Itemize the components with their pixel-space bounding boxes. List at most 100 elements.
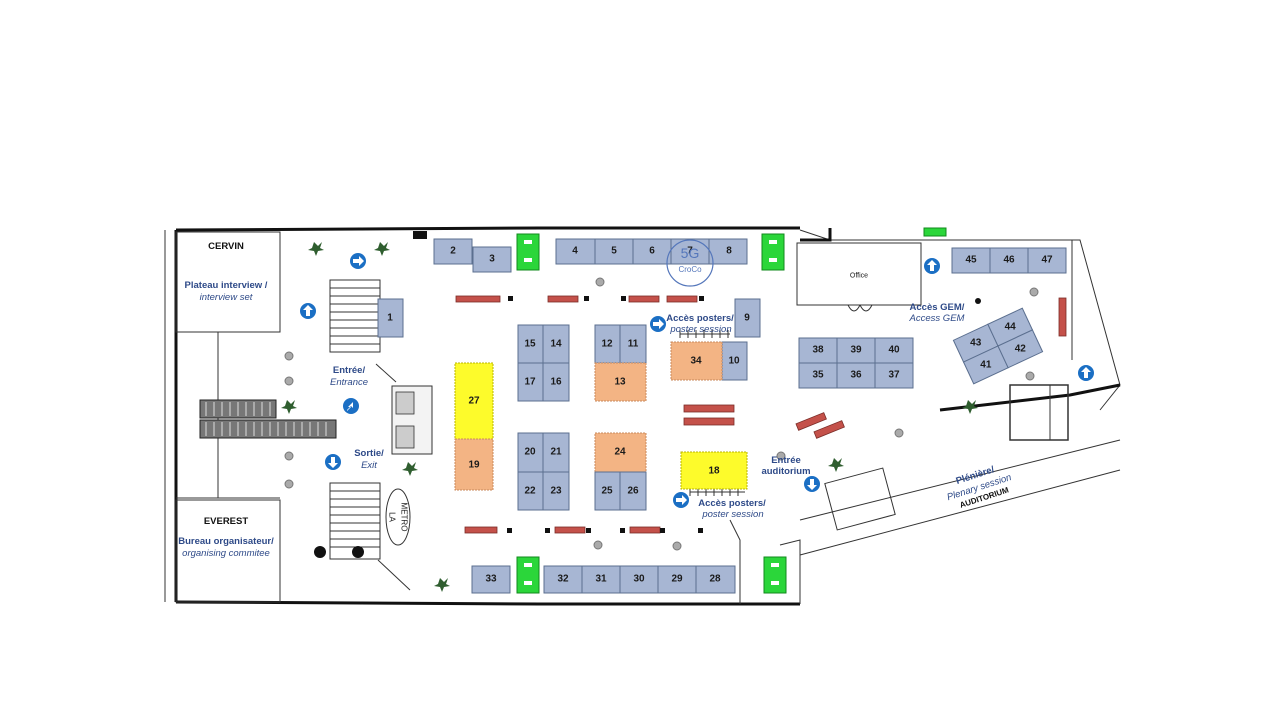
booth-11[interactable]: 11 [619, 324, 647, 364]
booth-14[interactable]: 14 [542, 324, 570, 364]
booth-number: 3 [489, 254, 495, 265]
booth-number: 24 [614, 447, 626, 458]
booth-number: 39 [850, 345, 862, 356]
auditorium-entrance-label-1: Entrée [771, 455, 801, 466]
booth-27[interactable]: 27 [454, 362, 494, 440]
direction-arrow-icons [300, 253, 1094, 508]
booth-number: 41 [980, 359, 992, 370]
booth-number: 45 [965, 255, 977, 266]
bureau-label-fr: Bureau organisateur/ [178, 536, 274, 547]
booth-number: 7 [687, 246, 693, 257]
escalator-area [176, 331, 337, 499]
booth-number: 46 [1003, 255, 1015, 266]
booth-number: 33 [485, 574, 497, 585]
booth-5[interactable]: 5 [594, 238, 634, 265]
entrance-label-fr: Entrée/ [333, 365, 366, 376]
booth-31[interactable]: 31 [581, 565, 621, 594]
booth-45[interactable]: 45 [951, 247, 991, 274]
booth-33[interactable]: 33 [471, 565, 511, 594]
booth-40[interactable]: 40 [874, 337, 914, 364]
booth-number: 29 [671, 574, 683, 585]
gem-label-en: Access GEM [909, 313, 965, 324]
building-walls [164, 226, 1121, 606]
posters-top-label-fr: Accès posters/ [666, 313, 734, 324]
booth-number: 11 [628, 339, 639, 350]
booth-19[interactable]: 19 [454, 438, 494, 491]
stairs-bottom [329, 482, 381, 560]
booth-3[interactable]: 3 [472, 246, 512, 273]
booth-number: 47 [1041, 255, 1053, 266]
booth-37[interactable]: 37 [874, 362, 914, 389]
booth-number: 37 [888, 370, 900, 381]
posters-top-label-en: poster session [669, 324, 731, 335]
logo-croco: CroCo [678, 265, 702, 274]
booth-42[interactable]: 42 [997, 329, 1044, 369]
booth-34[interactable]: 34 [670, 341, 723, 381]
room-cervin: CERVIN Plateau interview / interview set [175, 231, 281, 333]
booth-number: 21 [550, 447, 562, 458]
plants [281, 242, 978, 592]
booth-35[interactable]: 35 [798, 362, 838, 389]
booth-21[interactable]: 21 [542, 432, 570, 473]
booth-1[interactable]: 1 [377, 298, 404, 338]
booth-36[interactable]: 36 [836, 362, 876, 389]
booth-12[interactable]: 12 [594, 324, 621, 364]
booth-8[interactable]: 8 [708, 238, 748, 265]
booth-23[interactable]: 23 [542, 471, 570, 511]
booth-25[interactable]: 25 [594, 471, 621, 511]
booth-number: 16 [550, 377, 562, 388]
booth-number: 32 [557, 574, 569, 585]
booth-number: 31 [595, 574, 607, 585]
booth-number: 27 [468, 396, 480, 407]
auditorium-area: AUDITORIUM [824, 384, 1069, 531]
booth-38[interactable]: 38 [798, 337, 838, 364]
booth-9[interactable]: 9 [734, 298, 761, 338]
booth-number: 22 [524, 486, 536, 497]
booth-number: 38 [812, 345, 824, 356]
booth-6[interactable]: 6 [632, 238, 672, 265]
metro-label-bottom: METRO [400, 503, 409, 532]
booth-number: 10 [728, 356, 740, 367]
entrance-gates [375, 363, 433, 591]
booth-22[interactable]: 22 [517, 471, 544, 511]
booth-number: 23 [550, 486, 562, 497]
logo-5g: 5G [681, 245, 700, 261]
entrance-label-en: Entrance [330, 377, 368, 388]
booth-15[interactable]: 15 [517, 324, 544, 364]
booth-26[interactable]: 26 [619, 471, 647, 511]
rotated-booth-block: 43 44 41 42 [952, 307, 1044, 385]
bureau-label-en: organising commitee [182, 548, 270, 559]
booth-47[interactable]: 47 [1027, 247, 1067, 274]
booth-number: 17 [524, 377, 536, 388]
booth-20[interactable]: 20 [517, 432, 544, 473]
booth-10[interactable]: 10 [721, 341, 748, 381]
booth-number: 20 [524, 447, 536, 458]
plateau-label-fr: Plateau interview / [185, 280, 268, 291]
posters-bottom-label-fr: Accès posters/ [698, 498, 766, 509]
booth-46[interactable]: 46 [989, 247, 1029, 274]
booth-24[interactable]: 24 [594, 432, 647, 473]
booth-29[interactable]: 29 [657, 565, 697, 594]
booth-17[interactable]: 17 [517, 362, 544, 402]
booth-number: 30 [633, 574, 645, 585]
booth-2[interactable]: 2 [433, 238, 473, 265]
booth-32[interactable]: 32 [543, 565, 583, 594]
booths: 2 3 4 5 6 7 8 1 9 10 34 15 14 17 16 12 1… [377, 238, 1067, 594]
booth-13[interactable]: 13 [594, 362, 647, 402]
booth-30[interactable]: 30 [619, 565, 659, 594]
booth-number: 9 [744, 313, 750, 324]
booth-39[interactable]: 39 [836, 337, 876, 364]
booth-18[interactable]: 18 [680, 451, 748, 490]
booth-number: 14 [550, 339, 562, 350]
booth-number: 12 [601, 339, 613, 350]
booth-number: 34 [690, 356, 702, 367]
booth-16[interactable]: 16 [542, 362, 570, 402]
booth-number: 4 [572, 246, 578, 257]
booth-4[interactable]: 4 [555, 238, 596, 265]
booth-number: 28 [709, 574, 721, 585]
booth-28[interactable]: 28 [695, 565, 736, 594]
booth-number: 43 [970, 338, 982, 349]
booth-number: 19 [468, 460, 480, 471]
booth-number: 26 [627, 486, 639, 497]
